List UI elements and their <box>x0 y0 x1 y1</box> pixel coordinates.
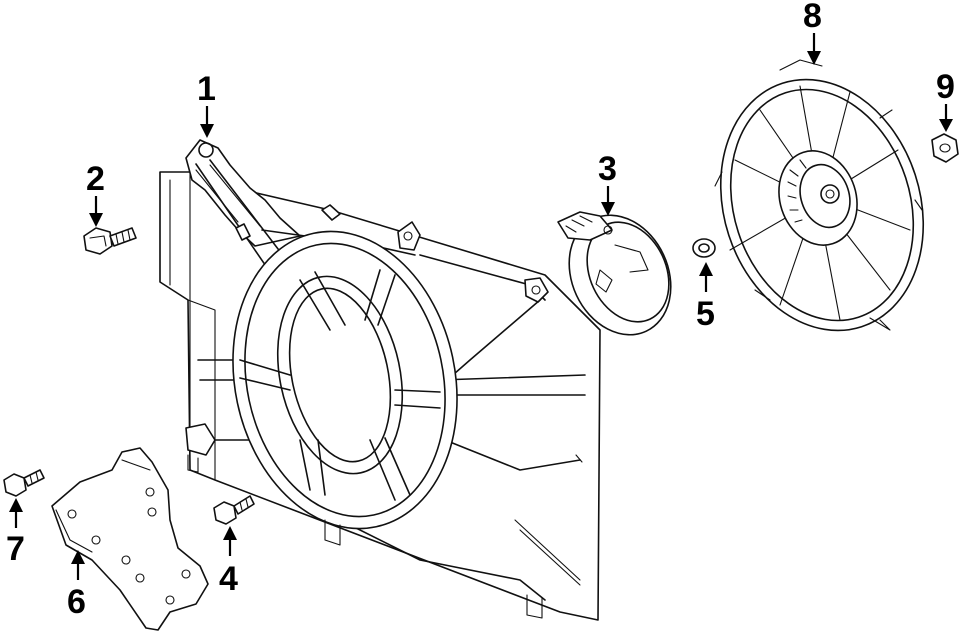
callout-label-8: 8 <box>803 0 822 35</box>
callout-3: 3 <box>598 150 617 216</box>
bolt-part-2 <box>83 227 137 255</box>
callout-label-1: 1 <box>197 70 216 108</box>
callout-6: 6 <box>67 550 86 621</box>
callout-8: 8 <box>803 0 822 65</box>
callout-7: 7 <box>6 498 25 568</box>
callout-label-3: 3 <box>598 150 617 188</box>
callout-4: 4 <box>219 526 238 598</box>
callout-label-4: 4 <box>219 560 238 598</box>
callout-label-7: 7 <box>6 530 25 568</box>
nut-part-9 <box>931 133 959 163</box>
callout-label-2: 2 <box>86 160 105 198</box>
callout-label-5: 5 <box>696 295 715 333</box>
bolt-part-7 <box>3 469 45 497</box>
callout-1: 1 <box>197 70 216 138</box>
fan-shroud-part <box>159 139 601 621</box>
callout-label-9: 9 <box>936 68 955 106</box>
callout-2: 2 <box>86 160 105 227</box>
fan-blade-part <box>714 59 925 332</box>
washer-part-5 <box>692 238 716 258</box>
bolt-part-4 <box>213 495 255 525</box>
fan-motor-part <box>557 211 672 336</box>
callout-5: 5 <box>696 262 715 333</box>
callout-9: 9 <box>936 68 955 132</box>
callout-label-6: 6 <box>67 583 86 621</box>
bracket-part-6 <box>51 447 209 631</box>
